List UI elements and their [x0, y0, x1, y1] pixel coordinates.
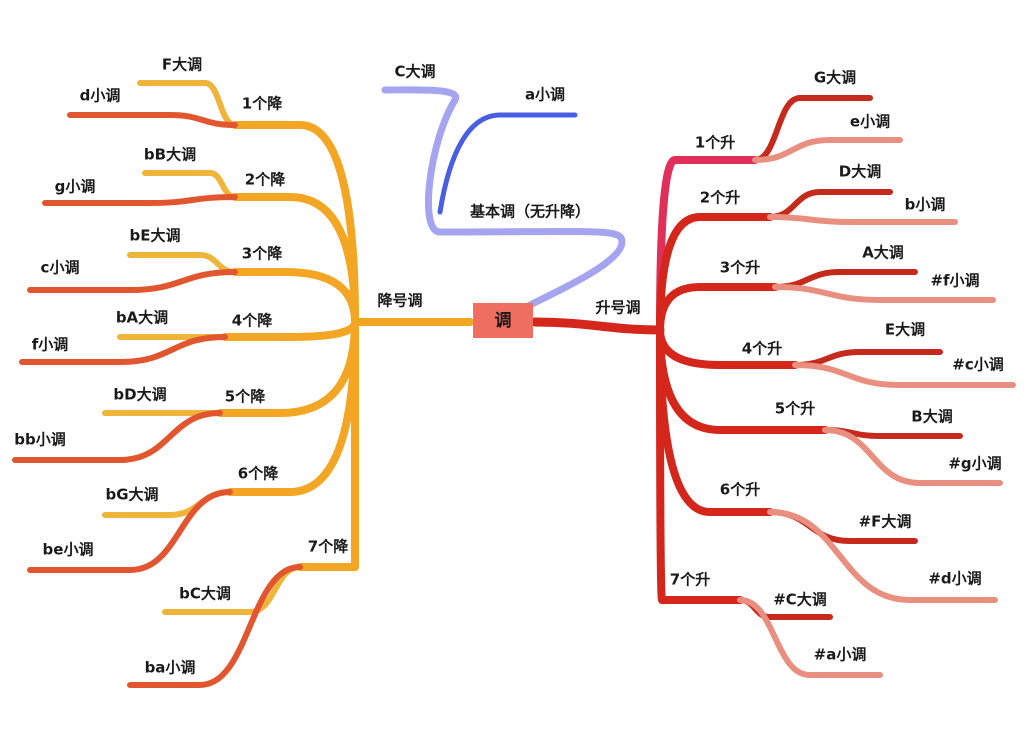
sharps-branch-label-7[interactable]: 7个升 — [670, 571, 710, 589]
flats-major-leaf-3 — [127, 252, 238, 275]
flats-branch-3 — [231, 268, 359, 326]
flats-major-leaf-2 — [142, 170, 238, 200]
basic-minor-line — [437, 112, 578, 215]
sharps-minor-key-7[interactable]: #a小调 — [814, 646, 867, 664]
sharps-minor-leaf-5 — [822, 427, 1003, 486]
sharps-minor-key-2[interactable]: b小调 — [905, 196, 946, 214]
flats-branch-label-2[interactable]: 2个降 — [245, 171, 286, 189]
sharps-minor-leaf-2 — [767, 214, 958, 225]
flats-branch-label-3[interactable]: 3个降 — [242, 245, 283, 263]
flats-branch-label-5[interactable]: 5个降 — [225, 388, 266, 406]
sharps-major-key-5[interactable]: B大调 — [911, 408, 952, 426]
sharps-branch-label-2[interactable]: 2个升 — [700, 189, 740, 207]
sharps-major-key-1[interactable]: G大调 — [814, 69, 856, 87]
flats-major-key-3[interactable]: bE大调 — [130, 227, 181, 245]
flats-minor-key-4[interactable]: f小调 — [32, 336, 69, 354]
flats-branch-2 — [231, 193, 359, 326]
sharps-branch-label-4[interactable]: 4个升 — [742, 340, 782, 358]
sharps-major-key-4[interactable]: E大调 — [885, 321, 925, 339]
center-label: 调 — [495, 311, 512, 331]
sharps-label: 升号调 — [595, 299, 640, 317]
sharps-major-leaf-4 — [792, 349, 943, 368]
basic-major-label: C大调 — [394, 63, 435, 81]
sharps-major-key-2[interactable]: D大调 — [839, 163, 881, 181]
sharps-minor-key-5[interactable]: #g小调 — [948, 455, 1001, 473]
flats-minor-leaf-2 — [42, 194, 238, 206]
sharps-minor-key-6[interactable]: #d小调 — [928, 570, 981, 588]
sharps-trunk — [530, 317, 665, 335]
center-node[interactable] — [473, 303, 533, 338]
sharps-branch-label-3[interactable]: 3个升 — [720, 259, 760, 277]
basic-label: 基本调（无升降） — [469, 203, 590, 221]
sharps-minor-leaf-6 — [767, 509, 998, 603]
sharps-minor-key-1[interactable]: e小调 — [850, 113, 890, 131]
flats-minor-leaf-3 — [27, 269, 238, 293]
sharps-branch-label-1[interactable]: 1个升 — [695, 134, 735, 152]
sharps-branch-7 — [656, 326, 744, 604]
sharps-major-key-6[interactable]: #F大调 — [859, 513, 912, 531]
sharps-major-leaf-3 — [772, 269, 918, 290]
flats-major-key-6[interactable]: bG大调 — [105, 486, 158, 504]
basic-connector — [381, 86, 626, 309]
flats-branch-label-4[interactable]: 4个降 — [232, 312, 273, 330]
sharps-minor-key-3[interactable]: #f小调 — [930, 272, 979, 290]
flats-minor-key-2[interactable]: g小调 — [55, 178, 96, 196]
sharps-minor-leaf-1 — [752, 137, 903, 163]
flats-minor-leaf-5 — [12, 410, 223, 463]
sharps-branch-1 — [656, 156, 759, 334]
flats-minor-key-3[interactable]: c小调 — [41, 259, 80, 277]
sharps-branch-3 — [656, 283, 779, 334]
basic-minor-label: a小调 — [525, 86, 565, 104]
flats-branch-label-6[interactable]: 6个降 — [238, 465, 279, 483]
sharps-branch-2 — [656, 213, 774, 334]
flats-major-key-1[interactable]: F大调 — [162, 56, 202, 74]
flats-major-key-4[interactable]: bA大调 — [116, 309, 168, 327]
flats-major-key-7[interactable]: bC大调 — [179, 585, 231, 603]
sharps-branch-label-6[interactable]: 6个升 — [720, 481, 760, 499]
sharps-minor-leaf-7 — [737, 597, 883, 678]
sharps-major-leaf-2 — [767, 189, 893, 220]
sharps-major-key-3[interactable]: A大调 — [862, 244, 904, 262]
flats-minor-leaf-6 — [27, 489, 233, 573]
sharps-branch-label-5[interactable]: 5个升 — [775, 400, 815, 418]
flats-branch-7 — [296, 318, 359, 571]
sharps-minor-key-4[interactable]: #c小调 — [952, 356, 1003, 374]
flats-minor-leaf-7 — [127, 564, 303, 688]
sharps-major-key-7[interactable]: #C大调 — [773, 591, 827, 609]
flats-minor-key-5[interactable]: bb小调 — [14, 431, 65, 449]
flats-minor-key-6[interactable]: be小调 — [43, 541, 94, 559]
sharps-minor-leaf-3 — [772, 284, 996, 303]
flats-minor-leaf-4 — [19, 334, 228, 365]
sharps-minor-leaf-4 — [792, 362, 1016, 388]
flats-minor-key-7[interactable]: ba小调 — [145, 659, 196, 677]
flats-label: 降号调 — [377, 292, 422, 310]
flats-minor-leaf-1 — [67, 112, 238, 128]
flats-major-key-5[interactable]: bD大调 — [113, 386, 166, 404]
flats-branch-label-1[interactable]: 1个降 — [242, 95, 283, 113]
flats-minor-key-1[interactable]: d小调 — [80, 87, 121, 105]
flats-major-key-2[interactable]: bB大调 — [144, 146, 196, 164]
flats-branch-label-7[interactable]: 7个降 — [308, 538, 349, 556]
